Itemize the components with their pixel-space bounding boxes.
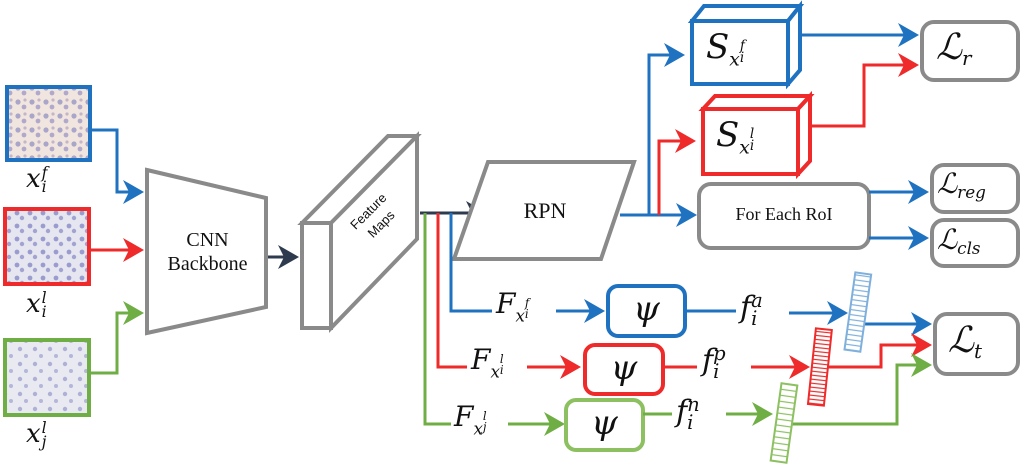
loss-reg-label: ℒreg: [937, 167, 986, 203]
psi-label-anchor: ψ: [633, 289, 660, 329]
arrow-rpn-to-seg-anchor: [647, 43, 685, 215]
cnn-backbone-block: [145, 167, 268, 336]
arrow-negative-to-backbone: [89, 301, 144, 375]
arrow-rpn-to-seg-positive: [657, 129, 696, 215]
loss-t-label: ℒt: [948, 320, 982, 363]
arrow-vector-negative-to-loss-t: [792, 353, 932, 426]
segmentation-head-positive: [698, 90, 815, 180]
input-image-anchor: [5, 85, 92, 162]
branch-anchor-line: [449, 213, 492, 313]
feature-maps-block: [297, 131, 422, 333]
branch-positive-line: [436, 213, 467, 369]
loss-t-box: [933, 312, 1020, 376]
loss-cls-label: ℒcls: [937, 223, 981, 259]
input-image-positive: [3, 207, 91, 286]
loss-r-label: ℒr: [936, 27, 972, 70]
input-image-negative: [3, 338, 91, 417]
embedding-vector-positive: [806, 327, 833, 407]
psi-box-negative: [564, 398, 645, 452]
rpn-block: [451, 160, 637, 261]
rpn-label: RPN: [523, 198, 567, 223]
arrow-seg-positive-to-loss-r: [812, 53, 919, 128]
psi-label-positive: ψ: [610, 348, 638, 388]
backbone-label: CNN Backbone: [167, 229, 248, 275]
roi-block: [697, 182, 871, 250]
loss-reg-box: [930, 163, 1020, 214]
segmentation-head-anchor: [687, 0, 805, 90]
branch-negative-line: [423, 213, 451, 426]
loss-cls-box: [930, 218, 1020, 268]
arrow-anchor-to-backbone: [90, 128, 144, 204]
embedding-vector-anchor: [843, 271, 873, 353]
arrow-vector-positive-to-loss-t: [827, 333, 932, 369]
roi-label: For Each RoI: [735, 204, 833, 224]
psi-label-negative: ψ: [591, 403, 618, 443]
psi-box-positive: [583, 343, 665, 396]
loss-r-box: [920, 20, 1020, 82]
embedding-vector-negative: [769, 382, 799, 464]
